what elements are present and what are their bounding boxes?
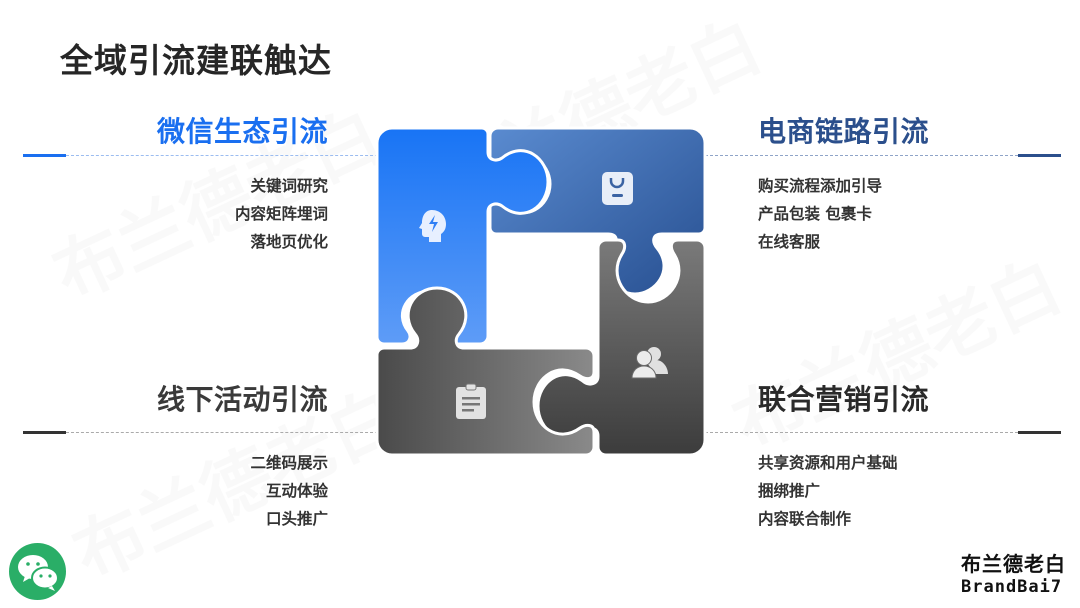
- list-item: 产品包装 包裹卡: [758, 205, 872, 223]
- wechat-icon[interactable]: [9, 543, 66, 600]
- list-item: 捆绑推广: [758, 482, 821, 500]
- wechat-bubbles-icon: [18, 555, 59, 591]
- puzzle-piece-offline: [375, 286, 596, 457]
- divider-dashed-joint: [705, 432, 1018, 433]
- section-title-offline: 线下活动引流: [156, 383, 328, 416]
- list-item: 共享资源和用户基础: [758, 454, 898, 472]
- divider-accent-offline: [23, 431, 66, 434]
- divider-dashed-wechat: [66, 155, 378, 156]
- list-item: 内容矩阵埋词: [234, 205, 328, 223]
- divider-accent-wechat: [23, 154, 66, 157]
- list-item: 关键词研究: [250, 177, 328, 195]
- corner-accent-stripe: [0, 0, 78, 9]
- section-title-wechat: 微信生态引流: [156, 115, 328, 148]
- page-title: 全域引流建联触达: [60, 41, 332, 80]
- brand-logo: 布兰德老白 BrandBai7: [961, 548, 1066, 597]
- list-item: 口头推广: [265, 510, 328, 528]
- brand-name-en: BrandBai7: [961, 577, 1063, 597]
- shopping-bag-icon: [602, 172, 633, 205]
- divider-accent-ecommerce: [1018, 154, 1061, 157]
- list-item: 二维码展示: [250, 454, 328, 472]
- puzzle-diagram: [375, 126, 707, 457]
- watermark: 布兰德老白: [715, 231, 1075, 470]
- section-items-wechat: 关键词研究 内容矩阵埋词 落地页优化: [235, 172, 328, 256]
- list-item: 落地页优化: [250, 233, 328, 251]
- clipboard-icon: [456, 383, 486, 419]
- brain-lightning-icon: [419, 210, 446, 242]
- brand-name-cn: 布兰德老白: [961, 552, 1066, 576]
- section-title-ecommerce: 电商链路引流: [758, 115, 930, 148]
- list-item: 购买流程添加引导: [758, 177, 883, 195]
- puzzle-piece-joint: [536, 238, 707, 457]
- list-item: 互动体验: [265, 482, 328, 500]
- divider-dashed-ecommerce: [705, 155, 1018, 156]
- section-items-offline: 二维码展示 互动体验 口头推广: [250, 449, 328, 533]
- puzzle-piece-wechat: [375, 126, 550, 346]
- list-item: 内容联合制作: [758, 510, 852, 528]
- list-item: 在线客服: [758, 233, 821, 251]
- section-items-ecommerce: 购买流程添加引导 产品包装 包裹卡 在线客服: [758, 172, 882, 256]
- divider-dashed-offline: [66, 432, 378, 433]
- section-items-joint: 共享资源和用户基础 捆绑推广 内容联合制作: [758, 449, 898, 533]
- divider-accent-joint: [1018, 431, 1061, 434]
- section-title-joint: 联合营销引流: [758, 383, 930, 416]
- users-icon: [631, 347, 668, 379]
